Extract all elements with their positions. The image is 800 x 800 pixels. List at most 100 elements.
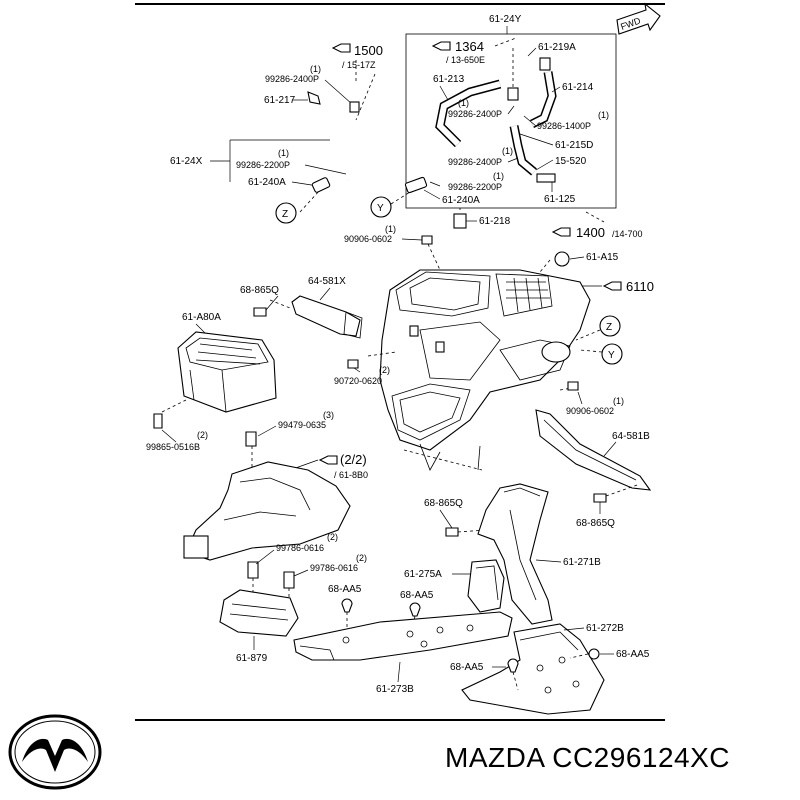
label-61-214: 61-214 <box>562 82 594 93</box>
blower-61-a80a <box>177 331 277 413</box>
hose-61-215d <box>509 125 537 176</box>
screw-68-865q <box>253 307 267 317</box>
label-99286-2400p-b: 99286-2400P <box>448 109 502 119</box>
svg-text:(2): (2) <box>356 553 367 563</box>
duct-64-581b <box>535 409 652 491</box>
bolt-90720-0620 <box>347 359 359 369</box>
label-61-273b: 61-273B <box>376 684 414 695</box>
label-61-125: 61-125 <box>544 194 576 205</box>
label-99286-2200p: 99286-2200P <box>236 160 290 170</box>
clamp-61-217 <box>307 91 321 105</box>
bolt-99479-0635 <box>245 431 257 447</box>
pipe-15-520 <box>536 173 556 183</box>
clip-68-aa5-c <box>588 648 600 660</box>
forward-arrow-icon: FWD <box>616 2 661 35</box>
label-61-240a-b: 61-240A <box>442 195 480 206</box>
label-68-865q: 68-865Q <box>240 285 279 296</box>
svg-text:(1): (1) <box>458 98 469 108</box>
label-61-a15: 61-A15 <box>586 252 619 263</box>
reference-hand-icon <box>602 281 622 291</box>
label-15-520: 15-520 <box>555 156 587 167</box>
svg-text:(2): (2) <box>379 365 390 375</box>
svg-text:Z: Z <box>282 209 288 220</box>
screw-99865-0516b <box>153 413 163 429</box>
svg-text:(1): (1) <box>598 110 609 120</box>
nut-90906-0602 <box>421 235 433 245</box>
brand-part-number: MAZDA CC296124XC <box>445 742 731 773</box>
svg-text:(2): (2) <box>327 532 338 542</box>
hose-61-213 <box>435 79 502 148</box>
ref-circle-z-b <box>599 315 621 337</box>
duct-64-581x <box>291 295 363 339</box>
label-99786-0616: 99786-0616 <box>276 543 324 553</box>
screw-68-865q-c <box>593 493 607 503</box>
svg-text:(1): (1) <box>493 171 504 181</box>
clamp-61-219a <box>539 57 551 71</box>
label-61-213: 61-213 <box>433 74 465 85</box>
label-68-aa5-d: 68-AA5 <box>450 662 484 673</box>
label-61-879: 61-879 <box>236 653 268 664</box>
label-61-272b: 61-272B <box>586 623 624 634</box>
label-99479-0635: 99479-0635 <box>278 420 326 430</box>
label-61-240a: 61-240A <box>248 177 286 188</box>
svg-text:(3): (3) <box>323 410 334 420</box>
reference-hand-icon <box>331 43 351 53</box>
label-99865-0516b: 99865-0516B <box>146 442 200 452</box>
label-68-aa5: 68-AA5 <box>328 584 362 595</box>
label-99286-2400p-c: 99286-2400P <box>448 157 502 167</box>
ref-2-2: (2/2) <box>340 452 367 467</box>
ref-13-650e: / 13-650E <box>446 55 485 65</box>
label-99286-2400p: 99286-2400P <box>265 74 319 84</box>
clip-68-aa5-d <box>507 658 519 673</box>
rear-duct-61-272b <box>461 623 605 715</box>
label-61-215d: 61-215D <box>555 140 593 151</box>
label-64-581x: 64-581X <box>308 276 346 287</box>
mazda-logo <box>8 714 102 790</box>
hose-61-24x <box>322 85 369 184</box>
reference-hand-icon <box>318 455 338 465</box>
label-90720-0620: 90720-0620 <box>334 376 382 386</box>
label-68-865q-c: 68-865Q <box>576 518 615 529</box>
label-61-24y: 61-24Y <box>489 14 522 25</box>
label-61-218: 61-218 <box>479 216 511 227</box>
svg-text:(1): (1) <box>613 396 624 406</box>
label-90906-0602: 90906-0602 <box>344 234 392 244</box>
ref-14-700: /14-700 <box>612 229 643 239</box>
label-61-271b: 61-271B <box>563 557 601 568</box>
ref-1500: 1500 <box>354 43 383 58</box>
screw-68-865q-b <box>445 527 459 537</box>
label-61-24x: 61-24X <box>170 156 203 167</box>
ref-circle-y <box>370 196 392 218</box>
ref-1400: 1400 <box>576 225 605 240</box>
connector-61-240a <box>311 177 331 193</box>
label-61-275a: 61-275A <box>404 569 442 580</box>
svg-text:(1): (1) <box>385 224 396 234</box>
svg-text:Y: Y <box>377 203 384 214</box>
label-68-aa5-b: 68-AA5 <box>400 590 434 601</box>
ref-circle-y-b <box>601 343 623 365</box>
label-99286-1400p: 99286-1400P <box>537 121 591 131</box>
label-68-865q-b: 68-865Q <box>424 498 463 509</box>
ref-61-8b0: / 61-8B0 <box>334 470 368 480</box>
duct-61-275a <box>467 559 505 613</box>
ref-15-17z: / 15-17Z <box>342 60 376 70</box>
label-61-a80a: 61-A80A <box>182 312 221 323</box>
label-99786-0616-b: 99786-0616 <box>310 563 358 573</box>
clamp <box>507 87 519 101</box>
clip-61-218 <box>453 213 467 229</box>
detail-box <box>405 33 617 209</box>
clamp <box>349 101 360 113</box>
label-99286-2200p-b: 99286-2200P <box>448 182 502 192</box>
connector-61-240a-b <box>404 176 428 194</box>
hose-61-214 <box>529 71 557 129</box>
svg-text:Y: Y <box>608 350 615 361</box>
floor-duct-61-273b <box>293 611 513 661</box>
nut-90906-0602-b <box>567 381 579 391</box>
grommet-61-a15 <box>554 251 570 267</box>
label-68-aa5-c: 68-AA5 <box>616 649 650 660</box>
clip-68-aa5-b <box>409 602 421 617</box>
svg-text:(1): (1) <box>278 148 289 158</box>
svg-text:(1): (1) <box>502 146 513 156</box>
svg-text:(2): (2) <box>197 430 208 440</box>
